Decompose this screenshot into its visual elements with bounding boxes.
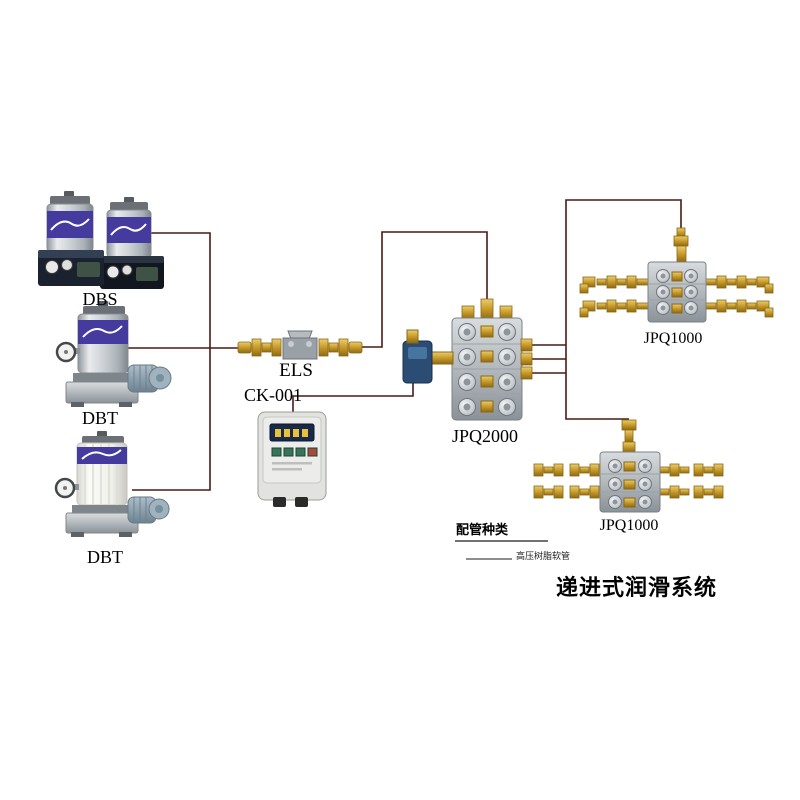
brand-swoosh-icon [110,223,147,236]
dbs-pump-right [100,197,164,289]
jpq1000-upper-label: JPQ1000 [643,330,703,347]
jpq1000-lower-ports [608,459,652,509]
els-right-fittings [318,338,363,357]
pipe-dbs-to-dbt-lower [132,232,211,491]
legend-lines [455,540,548,560]
jpq2000-top-ports [461,298,513,320]
brand-swoosh-icon [50,218,90,231]
els-left-fittings [237,338,282,357]
jpq2000-pressure-sensor [402,329,454,384]
dbt-lower-label: DBT [87,547,123,567]
jpq1000-lower-top-fitting [621,419,637,453]
legend-hose-label: 高压树脂软管 [516,551,571,561]
dbt-lower-motor [127,496,170,524]
dbs-pump-left [38,191,104,286]
dbt-lower-pump-illustration [54,431,170,537]
gauge-icon [121,264,133,276]
jpq1000-lower-distributor-illustration [533,419,724,513]
jpq1000-upper-left-fittings [579,275,649,318]
gauge-icon [61,259,73,271]
jpq1000-upper-distributor-illustration [579,227,774,323]
controller-connector [295,497,308,507]
jpq2000-distributor-illustration [402,298,533,421]
controller-display-digits [275,429,308,437]
jpq2000-label: JPQ2000 [451,426,518,446]
legend-heading: 配管种类 [456,522,509,537]
jpq1000-lower-left-fittings [533,463,600,499]
dbt-upper-motor [127,364,172,393]
controller-buttons [271,447,318,457]
dbt-upper-label: DBT [82,408,118,428]
els-center-valve [282,330,318,360]
brand-swoosh-icon [82,325,123,338]
controller-label: CK-001 [244,385,302,405]
jpq2000-right-outlets [520,338,533,380]
dbt-upper-pump-illustration [55,301,172,407]
els-label: ELS [279,360,313,381]
jpq1000-upper-right-fittings [705,275,774,318]
brand-swoosh-icon [81,449,122,460]
gauge-icon [106,265,120,279]
jpq2000-ports [458,323,516,416]
controller-connector [273,497,286,507]
jpq1000-lower-right-fittings [659,463,724,499]
jpq1000-lower-label: JPQ1000 [599,517,659,534]
dbs-dual-pump-illustration [38,191,164,289]
pipe-els-to-jpq2000 [362,231,488,348]
controller-box-illustration [257,411,327,507]
dbs-label: DBS [82,289,118,309]
diagram-title: 递进式润滑系统 [556,575,718,600]
els-fitting-assembly-illustration [237,330,363,360]
pipe-controller-to-sensor [292,383,414,412]
jpq1000-upper-top-fitting [673,227,689,263]
gauge-icon [45,260,59,274]
jpq1000-upper-ports [656,269,698,315]
pipe-to-jpq1000-units [565,199,682,420]
